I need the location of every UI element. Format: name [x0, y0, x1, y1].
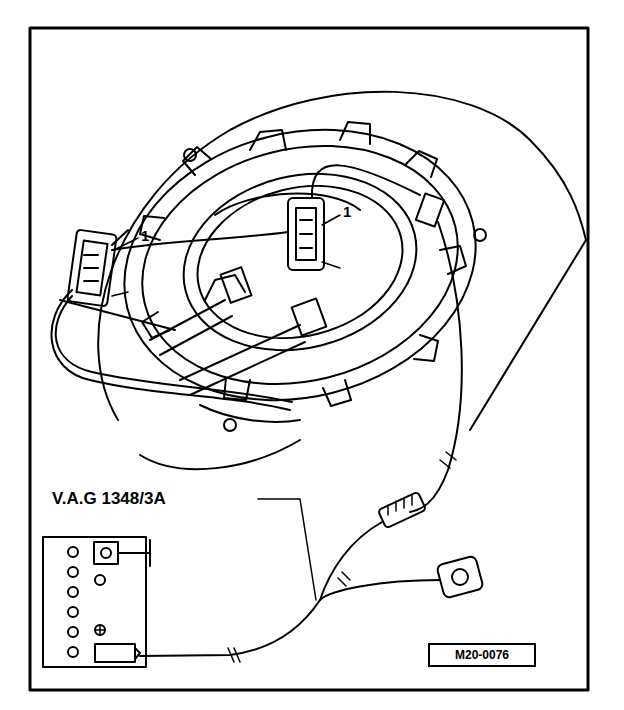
- figure-number-box: M20-0076: [428, 643, 536, 667]
- adapter-cable: [140, 492, 484, 662]
- remote-control-box: [43, 537, 150, 667]
- fuel-pump-top: [60, 194, 360, 395]
- connector: [288, 198, 324, 270]
- connector: [67, 230, 128, 307]
- flange-ring: [95, 94, 504, 436]
- tool-label: V.A.G 1348/3A: [52, 490, 166, 507]
- leader-line: [112, 215, 340, 600]
- callout-number: 1: [141, 228, 149, 243]
- frame: [30, 28, 588, 690]
- tank-body: [98, 92, 586, 469]
- callout-number: 1: [343, 204, 351, 219]
- wiring: [51, 165, 461, 512]
- figure-number: M20-0076: [455, 649, 509, 661]
